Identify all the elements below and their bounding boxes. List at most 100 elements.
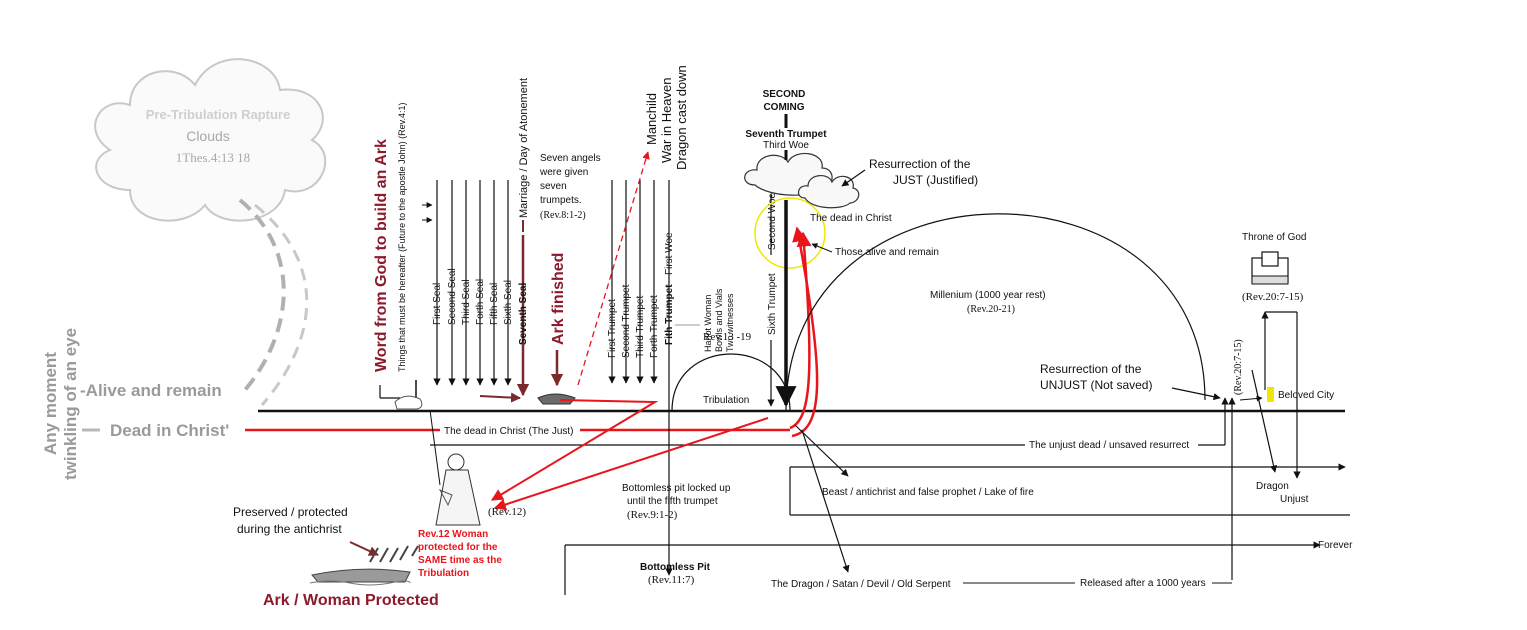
preserved-line-1: Preserved / protected (233, 505, 348, 519)
rapture-cloud: Pre-Tribulation Rapture Clouds 1Thes.4:1… (94, 58, 327, 406)
woman-dress (435, 469, 481, 526)
things-hereafter-label: Things that must be hereafter (Future to… (397, 103, 407, 372)
ark-finished-label: Ark finished (550, 253, 567, 345)
dragon-label-right: Dragon (1256, 481, 1289, 492)
rapture-reference: 1Thes.4:13 18 (176, 150, 250, 165)
red-flight-1 (490, 399, 659, 501)
clouds-label: Clouds (186, 128, 230, 144)
left-labels: Any moment twinkling of an eye -Alive an… (41, 328, 229, 480)
second-woe-label: Second Woe (767, 192, 778, 250)
bottomless-locked-ref: (Rev.9:1-2) (627, 509, 678, 521)
millenium-reference: (Rev.20-21) (967, 304, 1015, 315)
seventh-trumpet-label: Seventh Trumpet (745, 129, 827, 140)
trumpet-label-6: First Woe (664, 232, 675, 275)
beast-label: Beast / antichrist and false prophet / L… (822, 487, 1034, 498)
ark-boat-icon (311, 568, 411, 583)
resurrection-unjust-2: UNJUST (Not saved) (1040, 378, 1152, 392)
resurrection-unjust-1: Resurrection of the (1040, 362, 1142, 376)
ark-icon (537, 393, 576, 405)
seven-angels-line-1: Seven angels (540, 153, 601, 164)
dead-in-christ-cloud-label: The dead in Christ (810, 213, 892, 224)
red-flight-2 (493, 417, 769, 511)
unjust-dead-label: The unjust dead / unsaved resurrect (1029, 440, 1189, 451)
millenium-arc (785, 213, 1206, 412)
ark-protected-sketch (309, 545, 419, 586)
harlot-line-2: Bowls and Vials (714, 288, 724, 352)
twinkling-label: twinkling of an eye (61, 328, 80, 480)
seven-angels-reference: (Rev.8:1-2) (540, 210, 586, 221)
second-coming-cloud: SECOND COMING Seventh Trumpet Third Woe (744, 89, 860, 408)
throne-title: Throne of God (1242, 232, 1306, 243)
seal-label-4: Forth Seal (475, 279, 486, 325)
war-in-heaven-label: War in Heaven (659, 78, 674, 164)
trumpet-label-5: Fith Trumpet (664, 284, 675, 345)
resurrection-just-1: Resurrection of the (869, 157, 971, 171)
resurrection-just-2: JUST (Justified) (893, 173, 978, 187)
red-rise-1 (789, 231, 812, 430)
dead-in-christ-label: Dead in Christ' (110, 421, 229, 440)
bottomless-pit-title: Bottomless Pit (640, 562, 711, 573)
cloud-shape (94, 58, 327, 222)
woman-figure (435, 453, 481, 526)
tribulation-label: Tribulation (703, 395, 749, 406)
rapture-dash-2 (254, 203, 309, 406)
trumpet-arrows (608, 180, 700, 576)
yellow-halo (754, 197, 826, 269)
woman-protected-2: protected for the (418, 542, 498, 553)
those-alive-label: Those alive and remain (835, 247, 939, 258)
third-woe-label: Third Woe (763, 140, 809, 151)
seal-label-5: Fifth Seal (489, 283, 500, 325)
seal-arrows (379, 180, 530, 399)
bottomless-locked-1: Bottomless pit locked up (622, 483, 731, 494)
woman-head (447, 453, 465, 471)
rev20-vertical: (Rev.20:7-15) (1233, 339, 1244, 395)
bottomless-pit-ref: (Rev.11:7) (648, 574, 695, 586)
seven-angels-block: Seven angels were given seven trumpets. … (539, 153, 601, 221)
woman-protected-3: SAME time as the (418, 555, 502, 566)
seven-angels-line-3: seven (540, 181, 567, 192)
trumpet-label-2: Second Trumpet (621, 284, 632, 358)
sixth-trumpet-label: Sixth Trumpet (767, 273, 778, 335)
dragon-cast-down-label: Dragon cast down (674, 65, 689, 170)
harlot-block: Harlot Woman Bowls and Vials Two witness… (703, 288, 752, 352)
bottomless-locked-2: until the fifth trumpet (627, 496, 718, 507)
beloved-city-marker (1267, 387, 1274, 402)
seven-angels-line-2: were given (539, 167, 588, 178)
seal-label-2: Second Seal (447, 268, 458, 325)
released-label: Released after a 1000 years (1080, 578, 1206, 589)
trumpet-label-3: Third Trumpet (635, 296, 646, 358)
seal-label-6: Sixth Seal (503, 280, 514, 325)
harlot-line-3: Two witnesses (725, 293, 735, 352)
unjust-label-right: Unjust (1280, 494, 1309, 505)
rapture-title: Pre-Tribulation Rapture (146, 107, 290, 122)
any-moment-label: Any moment (41, 352, 60, 455)
harlot-line-1: Harlot Woman (703, 295, 713, 352)
forever-label: Forever (1318, 540, 1353, 551)
woman-protected-1: Rev.12 Woman (418, 529, 488, 540)
throne-icon (1251, 251, 1289, 285)
millenium-title: Millenium (1000 year rest) (930, 290, 1046, 301)
preserved-line-2: during the antichrist (237, 522, 342, 536)
trumpet-label-4: Forth Trumpet (649, 295, 660, 358)
second-coming-2: COMING (763, 102, 804, 113)
seal-label-1: First Seal (432, 283, 443, 325)
word-from-god-label: Word from God to build an Ark (373, 139, 390, 372)
dead-just-label: The dead in Christ (The Just) (444, 426, 574, 437)
harlot-reference: Rev.13 -19 (703, 331, 752, 343)
trumpet-label-1: First Trumpet (607, 299, 618, 358)
rev12-label: (Rev.12) (488, 506, 526, 518)
second-coming-1: SECOND (763, 89, 806, 100)
rapture-dash-1 (238, 198, 286, 392)
ark-sketch-top (394, 393, 576, 410)
alive-remain-label: -Alive and remain (80, 381, 222, 400)
beloved-city-label: Beloved City (1278, 390, 1334, 401)
marriage-label: Marriage / Day of Atonement (518, 78, 530, 218)
manchild-label: Manchild (644, 93, 659, 145)
ark-build-icon (394, 395, 423, 410)
seal-label-3: Third Seal (461, 279, 472, 325)
throne-reference: (Rev.20:7-15) (1242, 291, 1304, 303)
